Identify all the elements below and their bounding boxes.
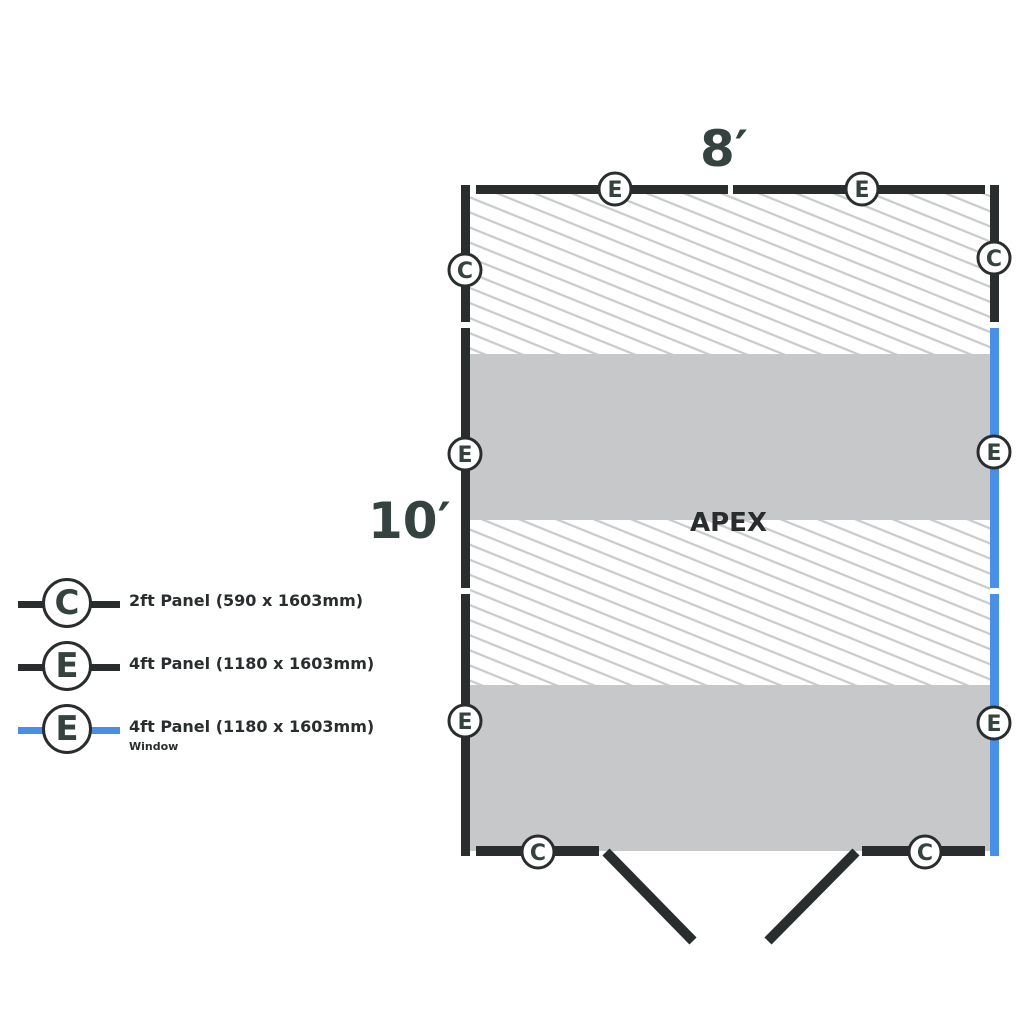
floor-area [470, 194, 990, 851]
badge-left-e-2: E [447, 703, 483, 739]
width-dimension-label: 8′ [700, 120, 748, 178]
door-leaf-right [764, 848, 860, 945]
legend-badge-c: C [42, 578, 92, 628]
badge-letter: E [854, 178, 869, 203]
badge-letter: C [530, 841, 546, 866]
double-door [602, 848, 860, 945]
badge-left-e-1: E [447, 436, 483, 472]
badge-left-c: C [447, 252, 483, 288]
legend-label: 2ft Panel (590 x 1603mm) [129, 591, 364, 610]
badge-letter: C [917, 841, 933, 866]
badge-bottom-c-1: C [520, 834, 556, 870]
badge-letter: E [986, 441, 1001, 466]
legend-label: 4ft Panel (1180 x 1603mm) [129, 717, 375, 736]
depth-dimension-label: 10′ [368, 492, 451, 550]
apex-label: APEX [690, 508, 767, 538]
hatched-band-1 [470, 194, 990, 354]
shaded-band-2 [470, 685, 990, 851]
badge-letter: E [457, 710, 472, 735]
badge-letter: C [457, 259, 473, 284]
legend-item-2ft-panel: C 2ft Panel (590 x 1603mm) [18, 574, 418, 634]
legend-item-4ft-window-panel: E 4ft Panel (1180 x 1603mm) Window [18, 700, 418, 760]
badge-right-e-2: E [976, 705, 1012, 741]
badge-letter: E [607, 178, 622, 203]
badge-right-e-1: E [976, 434, 1012, 470]
badge-letter: C [986, 247, 1002, 272]
badge-right-c: C [976, 240, 1012, 276]
legend-badge-e: E [42, 641, 92, 691]
legend-badge-e-window: E [42, 704, 92, 754]
right-wall [990, 185, 999, 856]
legend-sublabel: Window [129, 740, 179, 753]
top-wall [476, 185, 985, 194]
badge-top-e-2: E [844, 171, 880, 207]
shaded-band-1 [470, 354, 990, 520]
door-leaf-left [602, 848, 697, 945]
badge-letter: E [986, 712, 1001, 737]
badge-top-e-1: E [597, 171, 633, 207]
legend-item-4ft-panel: E 4ft Panel (1180 x 1603mm) [18, 637, 418, 697]
hatched-band-2 [470, 520, 990, 685]
badge-bottom-c-2: C [907, 834, 943, 870]
badge-letter: E [457, 443, 472, 468]
legend-label: 4ft Panel (1180 x 1603mm) [129, 654, 375, 673]
